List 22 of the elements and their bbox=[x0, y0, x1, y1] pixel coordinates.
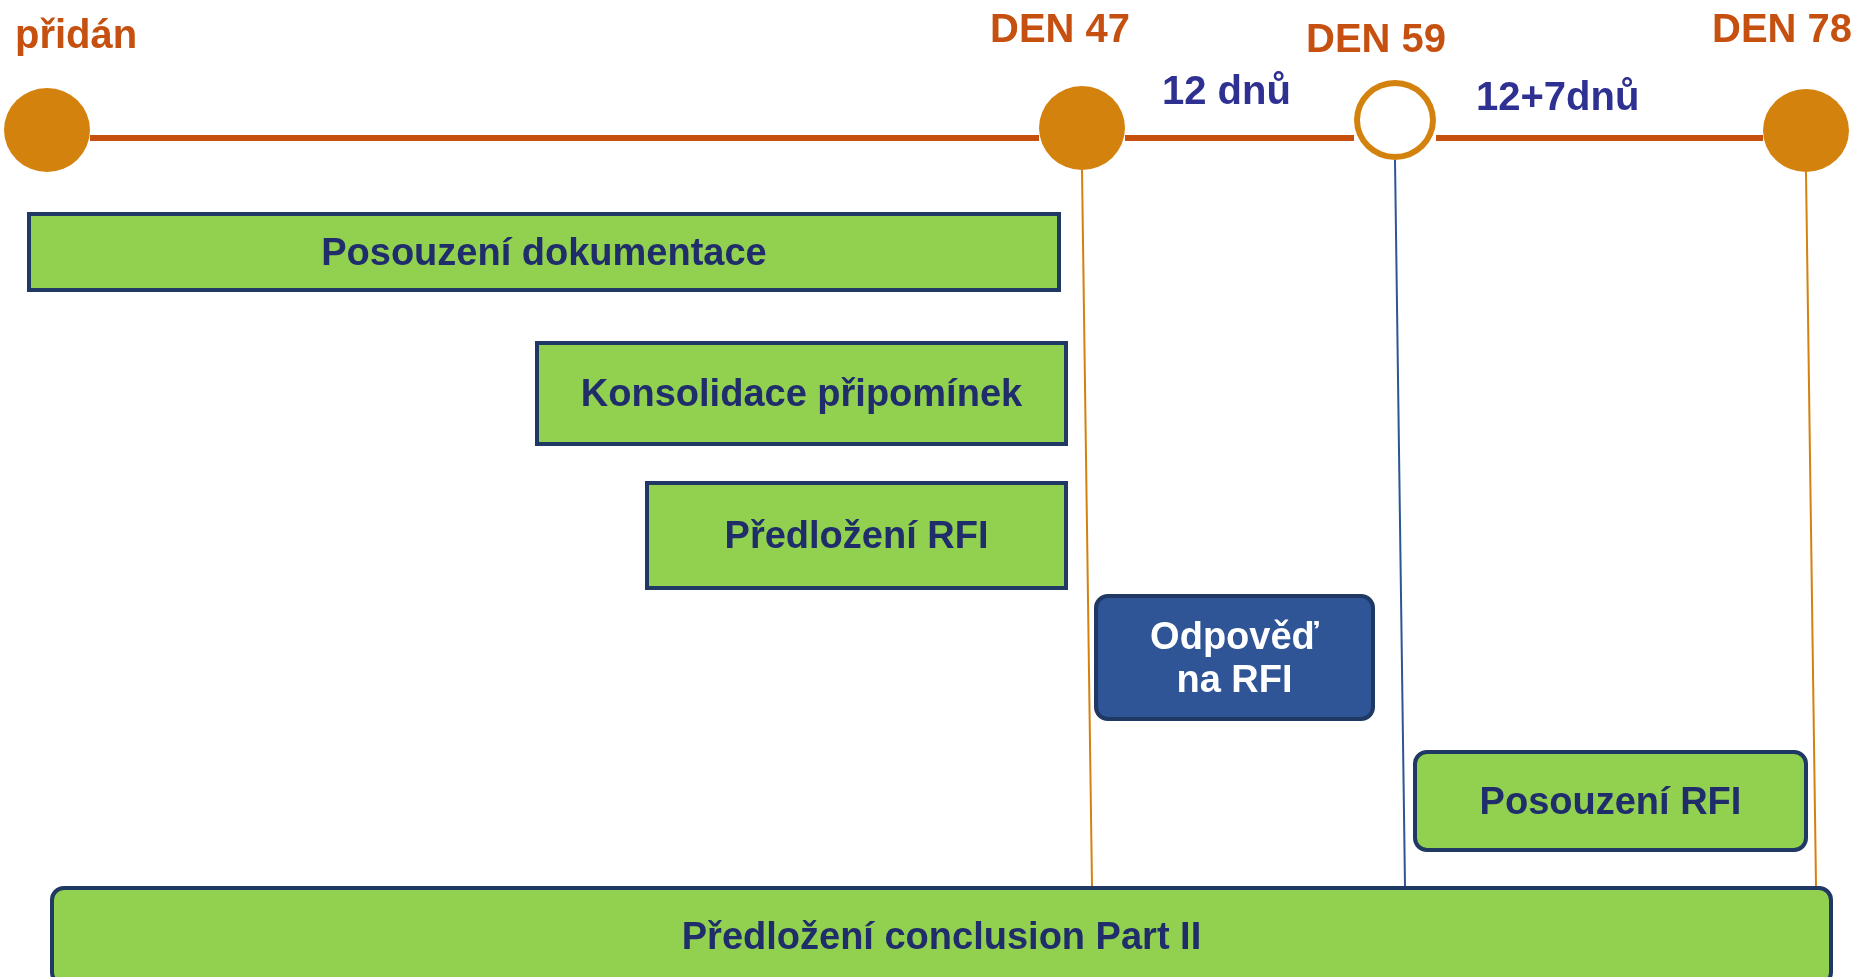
connector-line bbox=[1081, 169, 1093, 887]
milestone-label: DEN 78 bbox=[1712, 6, 1853, 51]
task-label: Posouzení RFI bbox=[1479, 779, 1742, 823]
task-label: Posouzení dokumentace bbox=[321, 230, 767, 274]
milestone-label: DEN 47 bbox=[990, 6, 1131, 51]
task-bar bbox=[50, 886, 1833, 977]
response-box bbox=[1094, 594, 1375, 721]
timeline-line bbox=[1125, 135, 1354, 141]
task-label: Odpověď na RFI bbox=[1149, 614, 1320, 701]
milestone-label: DEN 59 bbox=[1306, 16, 1447, 61]
timeline-line bbox=[90, 135, 1039, 141]
connector-line bbox=[1805, 171, 1817, 887]
milestone-label: přidán bbox=[15, 12, 138, 57]
task-bar bbox=[645, 481, 1068, 590]
task-bar bbox=[535, 341, 1068, 446]
task-label: Konsolidace připomínek bbox=[580, 372, 1023, 415]
task-label: Předložení conclusion Part II bbox=[681, 914, 1202, 958]
timeline-line bbox=[1436, 135, 1763, 141]
task-label: Předložení RFI bbox=[724, 514, 989, 557]
task-bar bbox=[27, 212, 1061, 292]
task-bar bbox=[1413, 750, 1808, 852]
connector-line bbox=[1394, 159, 1406, 887]
